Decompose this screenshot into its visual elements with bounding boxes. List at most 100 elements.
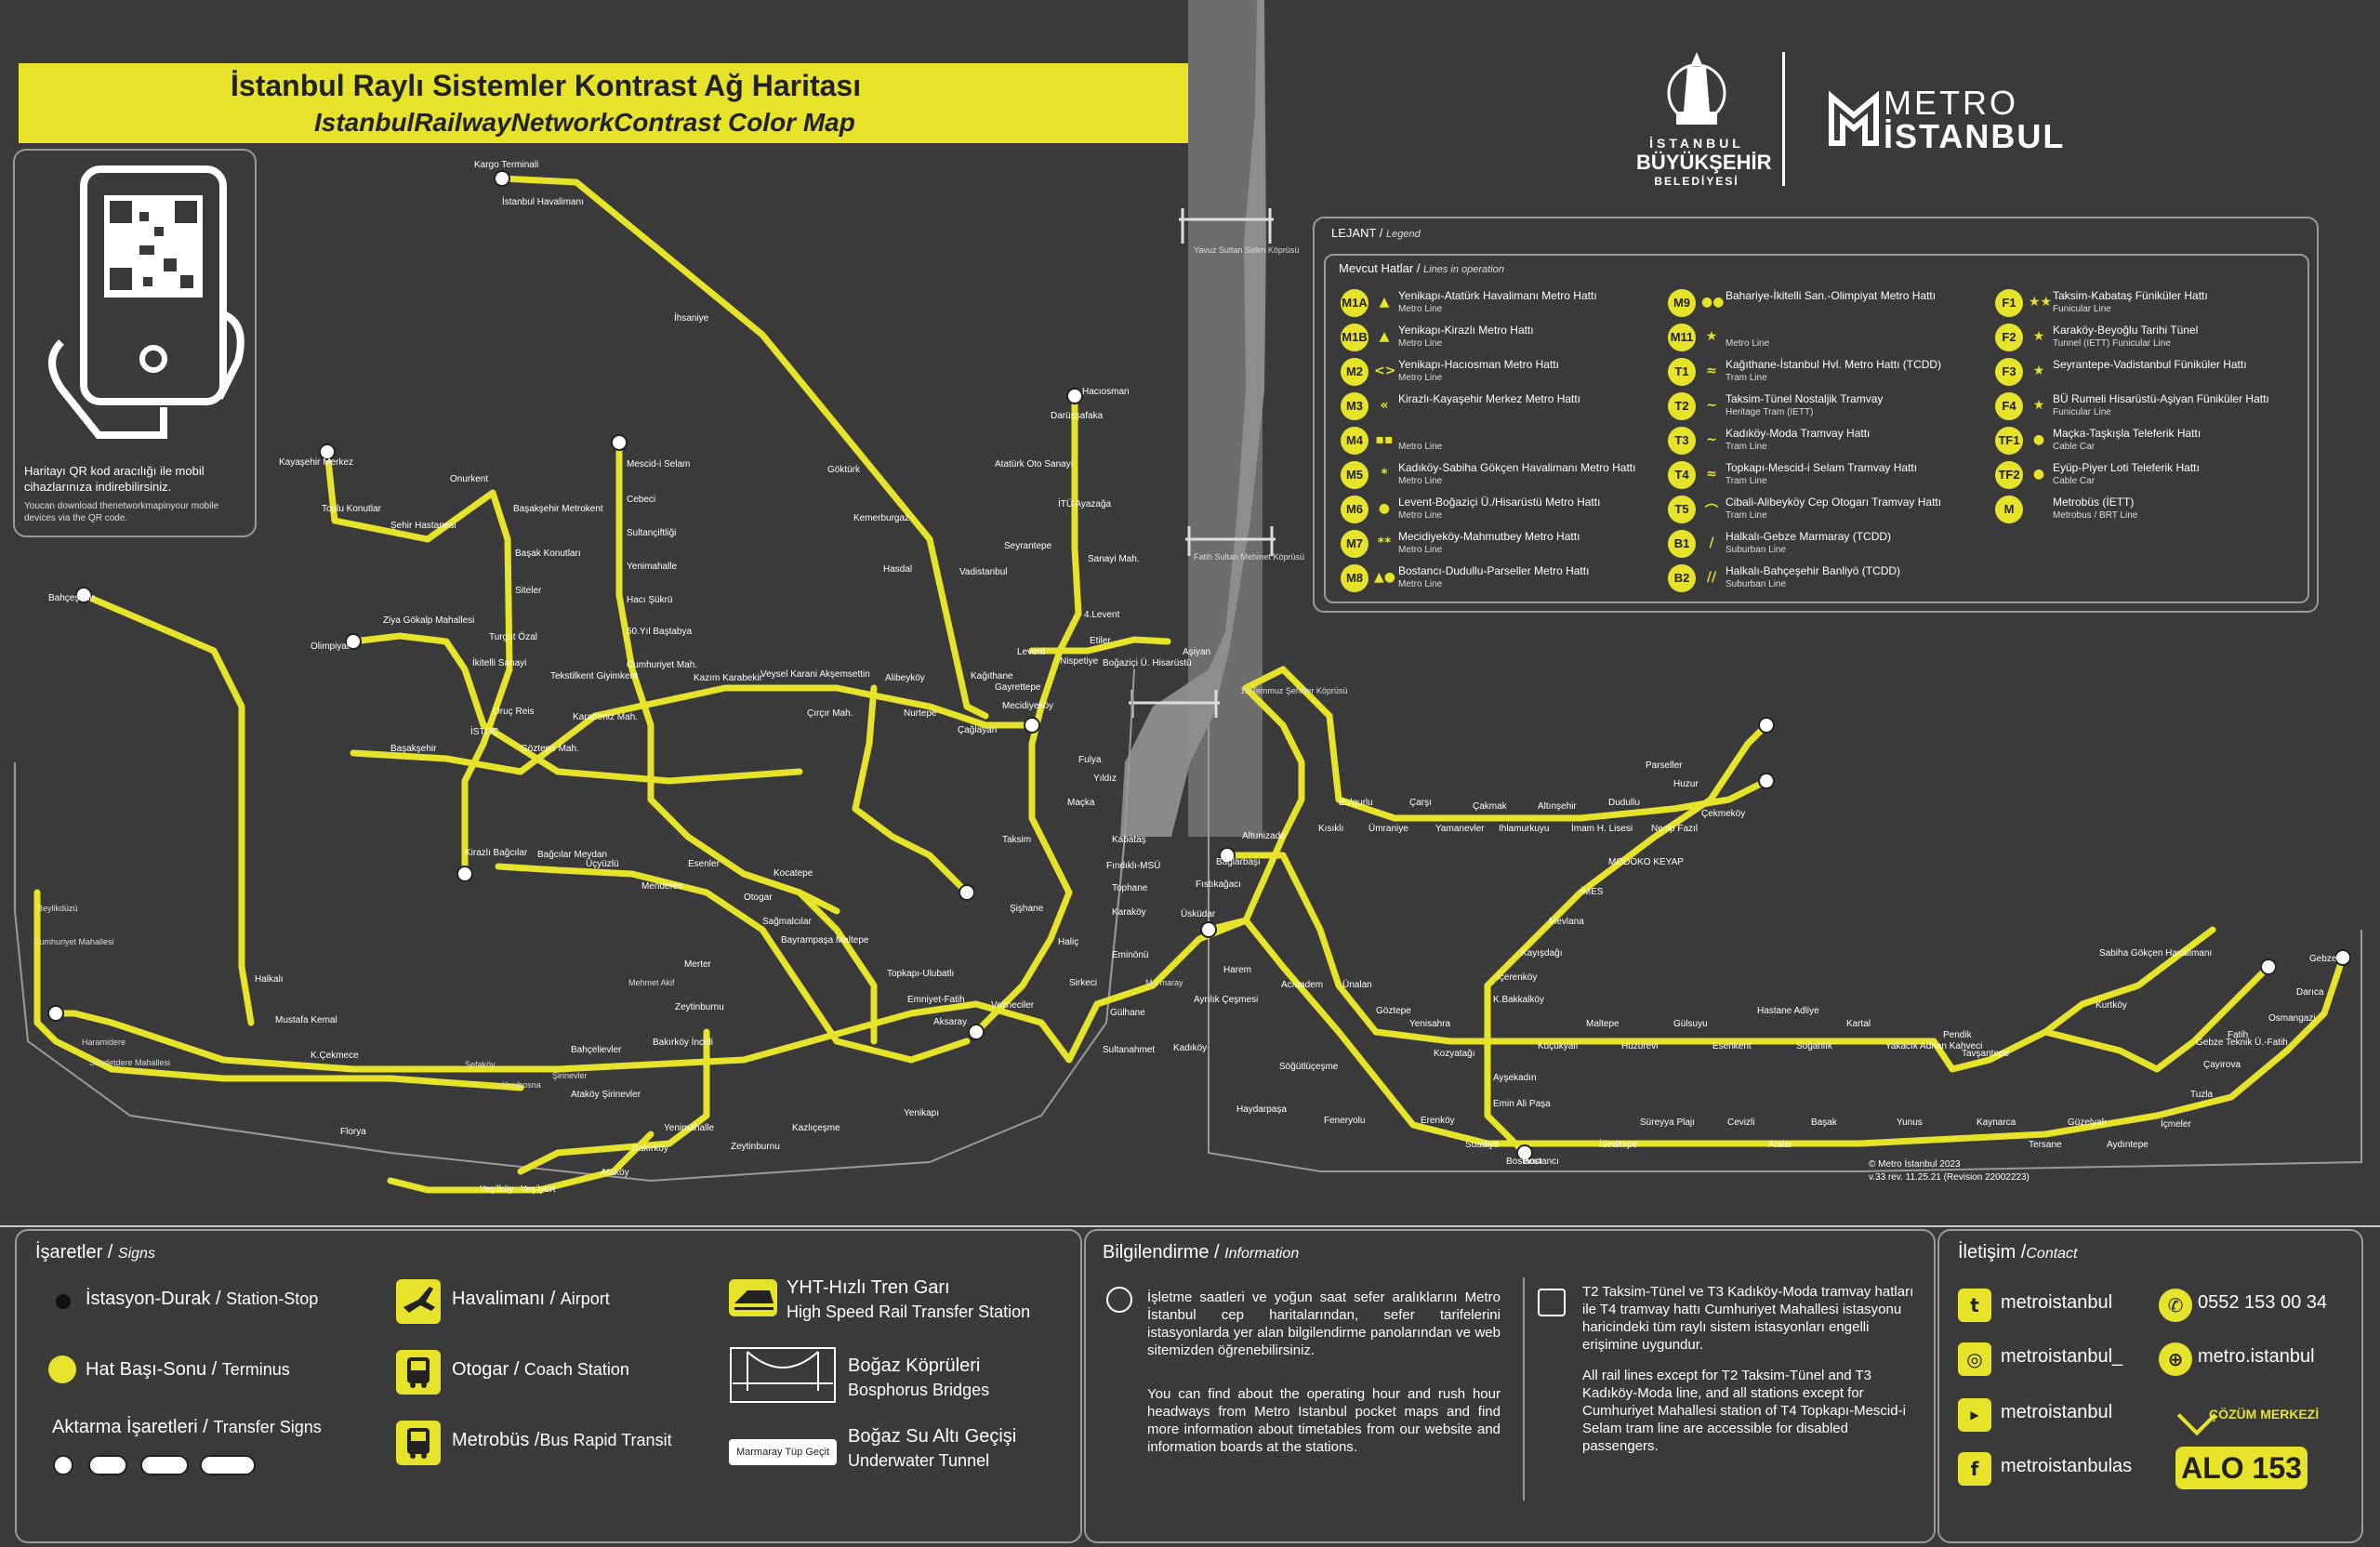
label-saadetdere: Saadetdere Mahallesi [89,1058,170,1067]
line-m1a-airport [387,1130,654,1194]
label-dudullu: Dudullu [1608,798,1640,808]
contact-youtube[interactable]: metroistanbul [2001,1402,2113,1422]
line-name: Maçka-Taşkışla Teleferik Hattı [2053,427,2202,440]
station-cekmekoy [1758,773,1775,789]
line-name: Yenikapı-Hacıosman Metro Hattı [1398,358,1559,371]
instagram-icon[interactable]: ◎ [1958,1342,1991,1376]
line-m3 [324,448,513,878]
label-parseller: Parseller [1646,760,1683,771]
label-sultanciftligi: Sultançiftliği [627,528,676,538]
station-bahcesehir [75,587,92,603]
label-kartal: Kartal [1846,1019,1871,1029]
label-yenimahalle-t4: Yenimahalle [627,562,678,572]
metrobus-icon [396,1421,441,1465]
line-type: Metro Line [1726,338,1770,349]
line-m2 [972,392,1082,1036]
label-osmangazi: Osmangazi [2268,1013,2316,1024]
label-atakoy: Ataköy [601,1168,629,1178]
twitter-icon[interactable]: t [1958,1289,1991,1322]
line-badge: F1 [1995,289,2023,317]
line-symbol-icon: ▪▪ [1375,432,1394,447]
sign-transfer-en: Transfer Signs [213,1418,322,1436]
label-menderes: Menderes [641,881,682,892]
accessibility-icon [1538,1289,1566,1316]
label-sishane: Şişhane [1010,904,1044,914]
contact-web[interactable]: metro.istanbul [2198,1346,2315,1367]
bridge-fatih-sultan [1185,526,1276,556]
label-vezneciler: Vezneciler [991,1000,1035,1011]
youtube-icon[interactable]: ▶ [1958,1398,1991,1432]
line-m1-common [796,889,878,1045]
line-type: Metro Line [1398,476,1443,486]
label-kocatepe: Kocatepe [774,868,813,879]
line-name: Seyrantepe-Vadistanbul Füniküler Hattı [2053,358,2247,371]
line-m1b [495,863,971,1064]
alo-153-badge[interactable]: ALO 153 [2175,1447,2307,1489]
asian-side-outline [1208,725,2362,1172]
line-badge: M5 [1341,461,1368,489]
line-type: Metro Line [1398,545,1443,555]
label-fulya: Fulya [1078,755,1102,765]
station-sabiha [2260,959,2277,975]
sign-airport-tr: Havalimanı [452,1289,546,1309]
label-huzurevi: Huzurevi [1621,1041,1658,1051]
label-mevlana: Mevlana [1549,917,1584,927]
label-aydintepe: Aydıntepe [2107,1140,2149,1150]
label-carsi: Çarşı [1409,798,1432,808]
label-hasdal: Hasdal [883,564,912,575]
contact-facebook[interactable]: metroistanbulas [2001,1456,2133,1476]
label-seyrantepe: Seyrantepe [1004,541,1052,551]
line-name: BÜ Rumeli Hisarüstü-Aşiyan Füniküler Hat… [2053,392,2269,405]
station-markers [47,170,2351,1161]
contact-phone[interactable]: 0552 153 00 34 [2198,1292,2328,1313]
label-sefakoy: Sefaköy [465,1060,496,1069]
label-sirkeci: Sirkeci [1069,978,1097,988]
line-name: Levent-Boğaziçi Ü./Hisarüstü Metro Hattı [1398,496,1601,509]
sign-transfer: Aktarma İşaretleri / Transfer Signs [52,1417,322,1437]
contact-instagram[interactable]: metroistanbul_ [2001,1346,2123,1367]
label-kadikoy: Kadıköy [1173,1043,1207,1053]
line-name: Yenikapı-Kirazlı Metro Hattı [1398,324,1534,337]
line-name: Bostancı-Dudullu-Parseller Metro Hattı [1398,564,1590,577]
whatsapp-icon[interactable]: ✆ [2159,1289,2192,1322]
line-badge: B1 [1668,530,1696,558]
line-badge: M4 [1341,427,1368,455]
notes-line-2: v.33 rev. 11.25.21 (Revision 22002223) [1869,1172,2030,1183]
label-soganlik: Soğanlık [1796,1041,1833,1051]
label-kozyatagi: Kozyatağı [1434,1049,1474,1059]
line-name: Kadıköy-Moda Tramvay Hattı [1726,427,1871,440]
line-type: Suburban Line [1726,545,1787,555]
label-nispetiye: Nispetiye [1060,656,1099,667]
label-basak-konutlari: Başak Konutları [515,549,581,559]
facebook-icon[interactable]: f [1958,1452,1991,1486]
clock-icon [1106,1287,1132,1313]
label-sirinevler: Şirinevler [552,1071,588,1080]
label-bagcilar-meydan: Bağcılar Meydan [537,850,607,860]
line-b2 [80,591,255,1026]
label-bostanci-m8: Bostancı [1506,1157,1542,1167]
label-atakoy-sirinevler: Ataköy Şirinevler [571,1090,641,1100]
label-kargo: Kargo Terminali [474,160,538,170]
line-badge: M2 [1341,358,1368,386]
line-symbol-icon: ★ [2032,398,2045,413]
line-badge: M [1995,496,2023,523]
line-badge: M9 [1668,289,1696,317]
line-type: Cable Car [2053,476,2096,486]
sign-yht-en-text: High Speed Rail Transfer Station [787,1302,1031,1321]
line-symbol-icon: ●● [1701,295,1725,310]
sign-airport: Havalimanı / Airport [452,1289,610,1309]
line-name: Cibali-Alibeyköy Cep Otogarı Tramvay Hat… [1726,496,1942,509]
contact-twitter[interactable]: metroistanbul [2001,1292,2113,1313]
info-panel: Bilgilendirme / Information İşletme saat… [1084,1229,1936,1543]
metro-m-icon [1829,90,1879,146]
label-kucukyali: Küçükyalı [1538,1041,1578,1051]
web-icon[interactable]: ⊕ [2159,1342,2192,1376]
info-divider [1523,1277,1525,1501]
label-gayrettepe: Gayrettepe [995,682,1041,693]
label-aysekadin: Ayşekadın [1493,1073,1537,1083]
label-imam-hatip: İmam H. Lisesi [1571,822,1633,834]
